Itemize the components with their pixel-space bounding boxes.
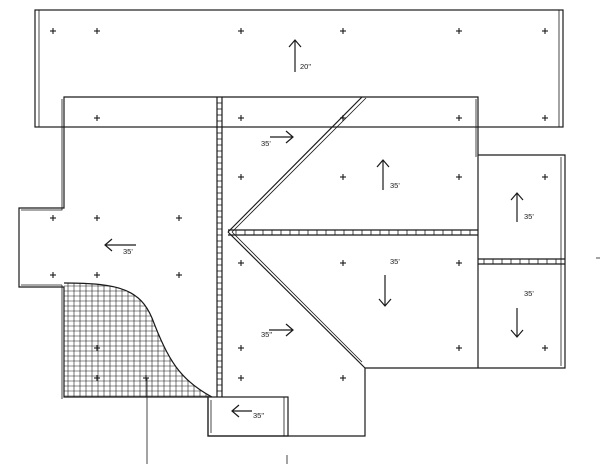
plus-marker xyxy=(176,272,182,278)
plus-marker xyxy=(94,215,100,221)
plus-marker xyxy=(94,272,100,278)
plus-marker xyxy=(542,115,548,121)
slope-label-lower-mid: 35" xyxy=(261,330,272,339)
plus-marker xyxy=(340,28,346,34)
plus-marker xyxy=(456,260,462,266)
top-roof-band xyxy=(34,9,564,128)
slope-arrow-left-wing xyxy=(104,238,136,252)
right-column-divider xyxy=(477,155,565,368)
plus-marker xyxy=(238,115,244,121)
slope-label-upper-mid: 35' xyxy=(261,139,271,148)
plus-marker xyxy=(94,345,100,351)
plus-marker xyxy=(340,260,346,266)
bottom-small-roof xyxy=(207,396,289,437)
slope-arrow-lower-center xyxy=(378,275,392,307)
plus-marker xyxy=(94,375,100,381)
slope-arrow-bottom-box xyxy=(231,404,252,418)
slope-label-right-bottom: 35' xyxy=(524,289,534,298)
slope-label-upper-right-center: 35' xyxy=(390,181,400,190)
plus-marker xyxy=(94,28,100,34)
plus-marker xyxy=(542,174,548,180)
slope-label-left-wing: 35' xyxy=(123,247,133,256)
plus-marker xyxy=(238,174,244,180)
plus-marker xyxy=(176,215,182,221)
plus-marker xyxy=(238,260,244,266)
main-building-outline xyxy=(18,96,566,437)
slope-arrow-right-bottom xyxy=(510,308,524,338)
plus-marker xyxy=(340,174,346,180)
plus-marker xyxy=(238,345,244,351)
vertical-ridge-ticks xyxy=(217,102,222,392)
plus-marker xyxy=(456,28,462,34)
plus-marker xyxy=(456,345,462,351)
hatched-area xyxy=(63,282,213,398)
slope-arrow-top xyxy=(288,39,302,72)
plus-marker xyxy=(340,115,346,121)
plus-marker xyxy=(542,28,548,34)
plus-marker xyxy=(340,375,346,381)
slope-label-right-top: 35' xyxy=(524,212,534,221)
plus-marker xyxy=(50,215,56,221)
plus-marker xyxy=(94,115,100,121)
plus-marker xyxy=(238,28,244,34)
slope-label-top-band: 20" xyxy=(300,62,311,71)
plus-marker xyxy=(456,174,462,180)
plus-marker xyxy=(238,375,244,381)
survey-point-markers xyxy=(50,28,548,381)
plus-marker xyxy=(143,375,149,381)
slope-label-lower-center: 35' xyxy=(390,257,400,266)
right-divider-ticks xyxy=(483,259,557,264)
slope-arrow-right-top xyxy=(510,192,524,222)
slope-arrow-upper-right xyxy=(376,159,390,190)
plus-marker xyxy=(50,28,56,34)
slope-arrow-lower-mid xyxy=(269,323,294,337)
slope-arrow-upper-mid xyxy=(270,130,294,144)
slope-label-bottom-box: 35" xyxy=(253,411,264,420)
plus-marker xyxy=(542,345,548,351)
plus-marker xyxy=(456,115,462,121)
hip-lines xyxy=(227,96,367,369)
horizontal-ridge-ticks xyxy=(235,230,471,235)
plus-marker xyxy=(50,272,56,278)
